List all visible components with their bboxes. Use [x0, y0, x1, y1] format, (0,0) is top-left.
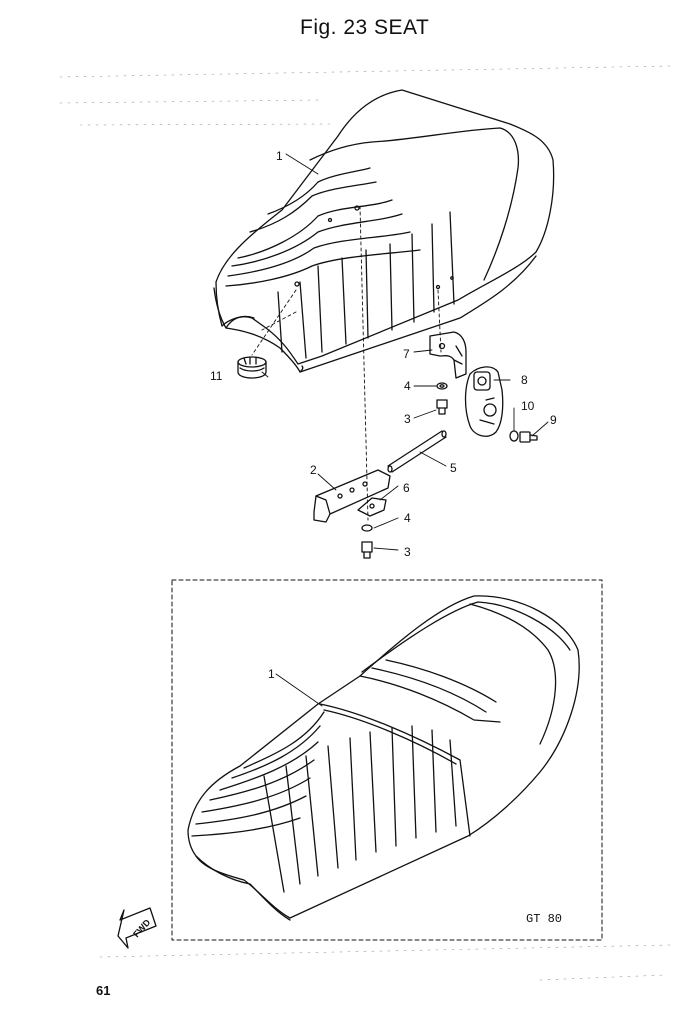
callout-6: 6 [403, 481, 410, 495]
part-7-bracket [429, 331, 467, 379]
part-8-lock [464, 366, 504, 437]
callout-labels: 1 2 3 3 4 4 5 6 7 8 9 10 11 1 [210, 149, 557, 681]
part-10-washer [509, 430, 519, 442]
inset-frame [171, 579, 603, 941]
page-number: 61 [96, 983, 111, 998]
seat-bottom [187, 595, 580, 921]
part-4-washer-upper [436, 382, 448, 390]
callout-7: 7 [403, 347, 410, 361]
callout-5: 5 [450, 461, 457, 475]
leader-lines [261, 153, 549, 707]
callout-2: 2 [310, 463, 317, 477]
part-5-pin [387, 430, 447, 473]
assembly-lines [251, 205, 442, 521]
part-2-bracket [313, 469, 391, 523]
callout-8: 8 [521, 373, 528, 387]
callout-1-top: 1 [276, 149, 283, 163]
callout-9: 9 [550, 413, 557, 427]
callout-1-bottom: 1 [268, 667, 275, 681]
part-6-plate [357, 497, 387, 517]
figure-title: Fig. 23 SEAT [300, 16, 430, 39]
model-label: GT 80 [526, 912, 562, 926]
callout-3-lower: 3 [404, 545, 411, 559]
fwd-arrow [117, 907, 157, 949]
part-9-bolt [519, 431, 538, 443]
part-3-bolt-lower [361, 541, 373, 559]
part-4-washer-lower [361, 524, 373, 532]
seat-top [213, 89, 555, 373]
part-11-damper [237, 356, 267, 379]
callout-4-upper: 4 [404, 379, 411, 393]
callout-4-lower: 4 [404, 511, 411, 525]
part-3-bolt-upper [436, 399, 448, 415]
callout-3-upper: 3 [404, 412, 411, 426]
scan-noise [59, 65, 671, 981]
callout-11: 11 [210, 369, 223, 383]
callout-10: 10 [521, 399, 535, 413]
